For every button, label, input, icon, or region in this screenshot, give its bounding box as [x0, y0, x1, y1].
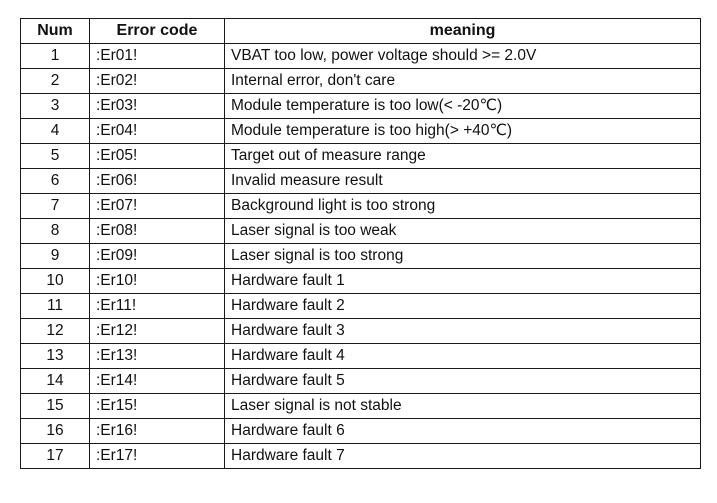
cell-num: 7: [20, 193, 90, 219]
table-row: 4:Er04!Module temperature is too high(> …: [20, 118, 701, 144]
cell-error-code: :Er15!: [89, 393, 225, 419]
cell-meaning: Hardware fault 1: [224, 268, 701, 294]
cell-meaning: Hardware fault 2: [224, 293, 701, 319]
cell-num: 3: [20, 93, 90, 119]
cell-meaning: Laser signal is too strong: [224, 243, 701, 269]
cell-num: 6: [20, 168, 90, 194]
cell-meaning: Background light is too strong: [224, 193, 701, 219]
cell-error-code: :Er07!: [89, 193, 225, 219]
cell-num: 1: [20, 43, 90, 69]
cell-num: 10: [20, 268, 90, 294]
table-row: 15:Er15!Laser signal is not stable: [20, 393, 701, 419]
table-row: 14:Er14!Hardware fault 5: [20, 368, 701, 394]
cell-meaning: Hardware fault 5: [224, 368, 701, 394]
cell-num: 8: [20, 218, 90, 244]
cell-error-code: :Er05!: [89, 143, 225, 169]
cell-error-code: :Er11!: [89, 293, 225, 319]
cell-error-code: :Er12!: [89, 318, 225, 344]
cell-num: 2: [20, 68, 90, 94]
table-body: 1:Er01!VBAT too low, power voltage shoul…: [20, 43, 701, 469]
cell-meaning: Internal error, don't care: [224, 68, 701, 94]
cell-error-code: :Er01!: [89, 43, 225, 69]
cell-error-code: :Er03!: [89, 93, 225, 119]
header-error-code: Error code: [89, 18, 225, 44]
cell-error-code: :Er13!: [89, 343, 225, 369]
cell-error-code: :Er10!: [89, 268, 225, 294]
header-meaning: meaning: [224, 18, 701, 44]
cell-num: 12: [20, 318, 90, 344]
cell-num: 13: [20, 343, 90, 369]
cell-error-code: :Er16!: [89, 418, 225, 444]
cell-error-code: :Er14!: [89, 368, 225, 394]
cell-num: 4: [20, 118, 90, 144]
cell-error-code: :Er02!: [89, 68, 225, 94]
cell-meaning: VBAT too low, power voltage should >= 2.…: [224, 43, 701, 69]
cell-meaning: Module temperature is too high(> +40℃): [224, 118, 701, 144]
cell-meaning: Laser signal is not stable: [224, 393, 701, 419]
cell-meaning: Target out of measure range: [224, 143, 701, 169]
table-row: 16:Er16!Hardware fault 6: [20, 418, 701, 444]
table-row: 5:Er05!Target out of measure range: [20, 143, 701, 169]
cell-meaning: Module temperature is too low(< -20℃): [224, 93, 701, 119]
table-row: 11:Er11!Hardware fault 2: [20, 293, 701, 319]
cell-meaning: Hardware fault 3: [224, 318, 701, 344]
cell-num: 11: [20, 293, 90, 319]
cell-meaning: Laser signal is too weak: [224, 218, 701, 244]
cell-num: 16: [20, 418, 90, 444]
table-row: 3:Er03!Module temperature is too low(< -…: [20, 93, 701, 119]
table-row: 2:Er02!Internal error, don't care: [20, 68, 701, 94]
table-row: 17:Er17!Hardware fault 7: [20, 443, 701, 469]
cell-num: 5: [20, 143, 90, 169]
header-num: Num: [20, 18, 90, 44]
cell-error-code: :Er06!: [89, 168, 225, 194]
table-row: 13:Er13!Hardware fault 4: [20, 343, 701, 369]
table-row: 6:Er06!Invalid measure result: [20, 168, 701, 194]
cell-error-code: :Er04!: [89, 118, 225, 144]
table-row: 10:Er10!Hardware fault 1: [20, 268, 701, 294]
header-row: Num Error code meaning: [20, 18, 701, 44]
table-row: 8:Er08!Laser signal is too weak: [20, 218, 701, 244]
cell-error-code: :Er09!: [89, 243, 225, 269]
cell-error-code: :Er17!: [89, 443, 225, 469]
cell-num: 17: [20, 443, 90, 469]
cell-num: 9: [20, 243, 90, 269]
table-row: 7:Er07!Background light is too strong: [20, 193, 701, 219]
cell-num: 15: [20, 393, 90, 419]
cell-error-code: :Er08!: [89, 218, 225, 244]
cell-meaning: Invalid measure result: [224, 168, 701, 194]
cell-num: 14: [20, 368, 90, 394]
cell-meaning: Hardware fault 4: [224, 343, 701, 369]
table-row: 9:Er09!Laser signal is too strong: [20, 243, 701, 269]
table-row: 12:Er12!Hardware fault 3: [20, 318, 701, 344]
cell-meaning: Hardware fault 7: [224, 443, 701, 469]
error-code-table: Num Error code meaning 1:Er01!VBAT too l…: [20, 18, 701, 469]
table-header: Num Error code meaning: [20, 18, 701, 44]
cell-meaning: Hardware fault 6: [224, 418, 701, 444]
table-row: 1:Er01!VBAT too low, power voltage shoul…: [20, 43, 701, 69]
